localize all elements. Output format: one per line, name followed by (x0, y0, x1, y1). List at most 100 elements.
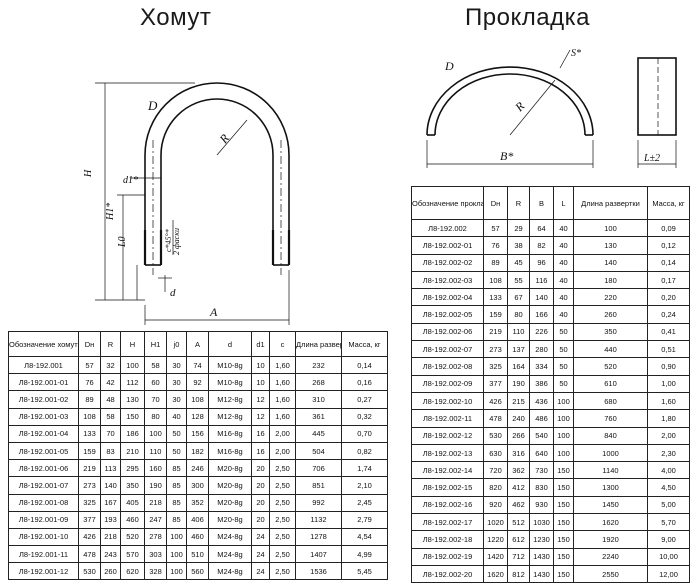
clamp-label-2-chamfers: 2 фаски (172, 228, 181, 255)
table-cell: 440 (573, 340, 648, 359)
table-cell: Л8-192.002-19 (411, 547, 484, 566)
table-cell: Л8-192.002-01 (411, 236, 484, 255)
table-cell: Л8-192.002-03 (411, 270, 484, 290)
table-cell: M12-8g (208, 407, 252, 426)
table-cell: 1300 (573, 478, 648, 497)
table-cell: Л8-192.001-12 (8, 562, 79, 581)
col-header: L (553, 186, 574, 220)
table-cell: 215 (507, 391, 530, 411)
table-cell: 2,79 (341, 510, 388, 529)
table-cell: 100 (553, 443, 574, 463)
clamp-table-header: Обозначение хомута Dн R H H1 j0 A d d1 c… (8, 331, 388, 357)
table-cell: 45 (507, 253, 530, 272)
table-cell: 166 (529, 305, 554, 324)
table-cell: 2,50 (269, 562, 296, 581)
table-cell: 2,50 (269, 510, 296, 529)
table-cell: 570 (120, 545, 145, 564)
table-cell: 38 (507, 236, 530, 255)
clamp-label-chamfer: c*45°* (164, 229, 173, 252)
table-cell: 108 (78, 407, 101, 426)
table-cell: 300 (186, 476, 209, 495)
table-cell: 2,50 (269, 459, 296, 478)
table-cell: 240 (507, 409, 530, 428)
table-cell: 76 (78, 373, 101, 392)
table-cell: 100 (166, 562, 187, 581)
table-cell: Л8-192.002-05 (411, 305, 484, 324)
clamp-label-d1: d1* (123, 175, 138, 186)
col-header: d1 (251, 331, 270, 357)
table-cell: 361 (295, 407, 342, 426)
table-cell: 930 (529, 495, 554, 515)
table-cell: 150 (553, 513, 574, 532)
table-cell: Л8-192.001-01 (8, 373, 79, 392)
table-cell: 478 (483, 409, 508, 428)
table-cell: 137 (507, 340, 530, 359)
table-cell: 58 (100, 407, 121, 426)
table-cell: 273 (483, 340, 508, 359)
table-cell: 1,00 (647, 374, 690, 393)
table-cell: 50 (553, 322, 574, 342)
table-cell: 4,99 (341, 545, 388, 564)
table-cell: 278 (144, 527, 167, 547)
table-cell: 325 (78, 493, 101, 512)
table-cell: 50 (166, 424, 187, 443)
table-cell: 325 (483, 357, 508, 376)
table-cell: 150 (120, 407, 145, 426)
table-cell: 478 (78, 545, 101, 564)
col-header: Dн (483, 186, 508, 220)
table-cell: 992 (295, 493, 342, 512)
table-cell: 530 (483, 426, 508, 445)
table-cell: 1132 (295, 510, 342, 529)
table-cell: 504 (295, 441, 342, 461)
table-cell: 42 (100, 373, 121, 392)
table-cell: 820 (483, 478, 508, 497)
table-cell: 2,50 (269, 545, 296, 564)
table-cell: Л8-192.002-14 (411, 461, 484, 480)
col-header: H1 (144, 331, 167, 357)
table-cell: Л8-192.002-04 (411, 288, 484, 307)
table-cell: Л8-192.002-15 (411, 478, 484, 497)
table-cell: 1450 (573, 495, 648, 515)
col-header: Длина развертки (573, 186, 648, 220)
table-cell: 182 (186, 441, 209, 461)
table-cell: 57 (78, 355, 101, 375)
table-cell: 108 (483, 270, 508, 290)
table-cell: 113 (100, 459, 121, 478)
table-cell: 0,70 (341, 424, 388, 443)
clamp-label-d: d (170, 287, 176, 299)
table-cell: 140 (573, 253, 648, 272)
table-cell: 1220 (483, 530, 508, 549)
table-cell: 0,14 (341, 355, 388, 375)
table-cell: 80 (507, 305, 530, 324)
table-cell: 186 (120, 424, 145, 443)
table-cell: 140 (100, 476, 121, 495)
table-cell: 386 (529, 374, 554, 393)
table-cell: 2240 (573, 547, 648, 566)
table-cell: Л8-192.002-07 (411, 340, 484, 359)
gasket-title: Прокладка (465, 4, 590, 31)
table-cell: 412 (507, 478, 530, 497)
table-cell: 1278 (295, 527, 342, 547)
table-cell: Л8-192.002-18 (411, 530, 484, 549)
table-cell: Л8-192.001-08 (8, 493, 79, 512)
table-cell: 630 (483, 443, 508, 463)
table-cell: 1536 (295, 562, 342, 581)
table-cell: 164 (507, 357, 530, 376)
table-cell: 82 (529, 236, 554, 255)
table-cell: 1140 (573, 461, 648, 480)
table-cell: 1407 (295, 545, 342, 564)
table-cell: 720 (483, 461, 508, 480)
table-cell: Л8-192.002 (411, 218, 484, 238)
table-cell: 100 (120, 355, 145, 375)
table-cell: 70 (100, 424, 121, 443)
table-cell: 2,50 (269, 476, 296, 495)
